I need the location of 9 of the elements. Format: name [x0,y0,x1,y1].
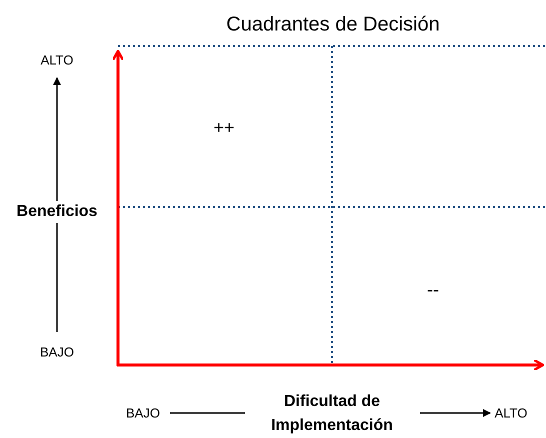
axis-level-label: ALTO [494,406,528,420]
axis-level-label: BAJO [40,344,74,360]
chart-title: Cuadrantes de Decisión [226,14,440,36]
quadrant-label: -- [427,280,439,300]
axis-title: Beneficios [16,201,98,223]
axis-title: Dificultad de Implementación [270,392,394,436]
quadrant-label: ++ [213,118,235,138]
axis-level-label: BAJO [126,406,160,420]
axis-level-label: ALTO [40,52,74,68]
